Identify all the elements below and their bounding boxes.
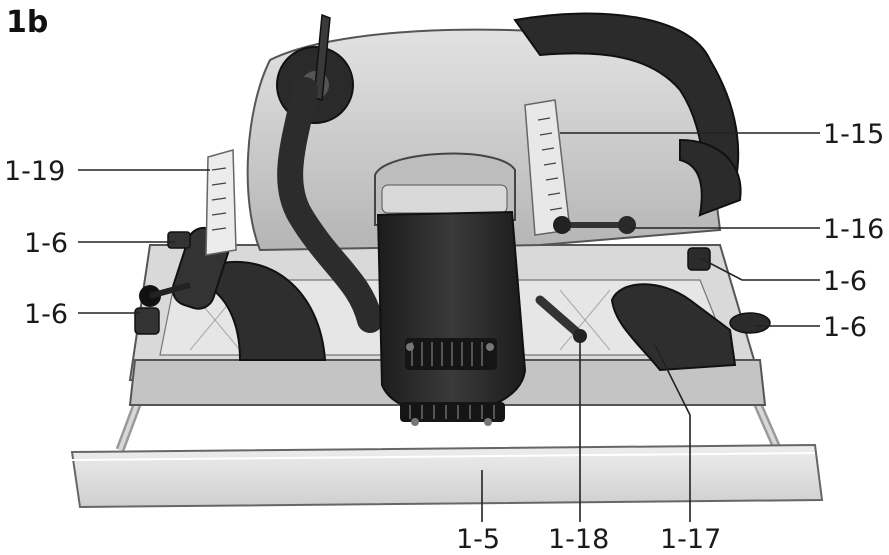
riving-knife — [313, 13, 331, 101]
bevel-lock-lever — [553, 216, 636, 234]
callout-1-15: 1-15 — [823, 119, 884, 150]
handle-grip — [679, 138, 742, 217]
dust-hose — [277, 77, 383, 333]
guide-rail — [70, 443, 824, 509]
figure-title: 1b — [6, 5, 48, 40]
callout-1-6-right-upper: 1-6 — [823, 266, 867, 297]
callout-1-16: 1-16 — [823, 214, 884, 245]
right-deflector — [610, 283, 737, 372]
callout-1-6-right-lower: 1-6 — [823, 312, 867, 343]
dust-chute — [203, 260, 327, 361]
angle-scale-left — [205, 149, 237, 256]
leader-1-6-right-upper — [699, 257, 820, 281]
callout-1-18: 1-18 — [548, 524, 609, 555]
callout-1-6-left-upper: 1-6 — [24, 228, 68, 259]
callout-1-6-left-lower: 1-6 — [24, 299, 68, 330]
callout-1-19: 1-19 — [4, 156, 65, 187]
lock-knob-right-upper — [687, 247, 711, 271]
callout-1-5: 1-5 — [456, 524, 500, 555]
lock-knob-left-lower — [134, 307, 160, 335]
leader-lines — [78, 132, 820, 522]
motor — [374, 152, 527, 426]
lock-knob-right-lower — [729, 312, 771, 334]
depth-lever — [535, 295, 587, 343]
lock-knob-left-upper — [167, 231, 191, 249]
bevel-scale-right — [524, 99, 571, 236]
leader-1-17 — [654, 344, 691, 522]
callout-1-17: 1-17 — [660, 524, 721, 555]
